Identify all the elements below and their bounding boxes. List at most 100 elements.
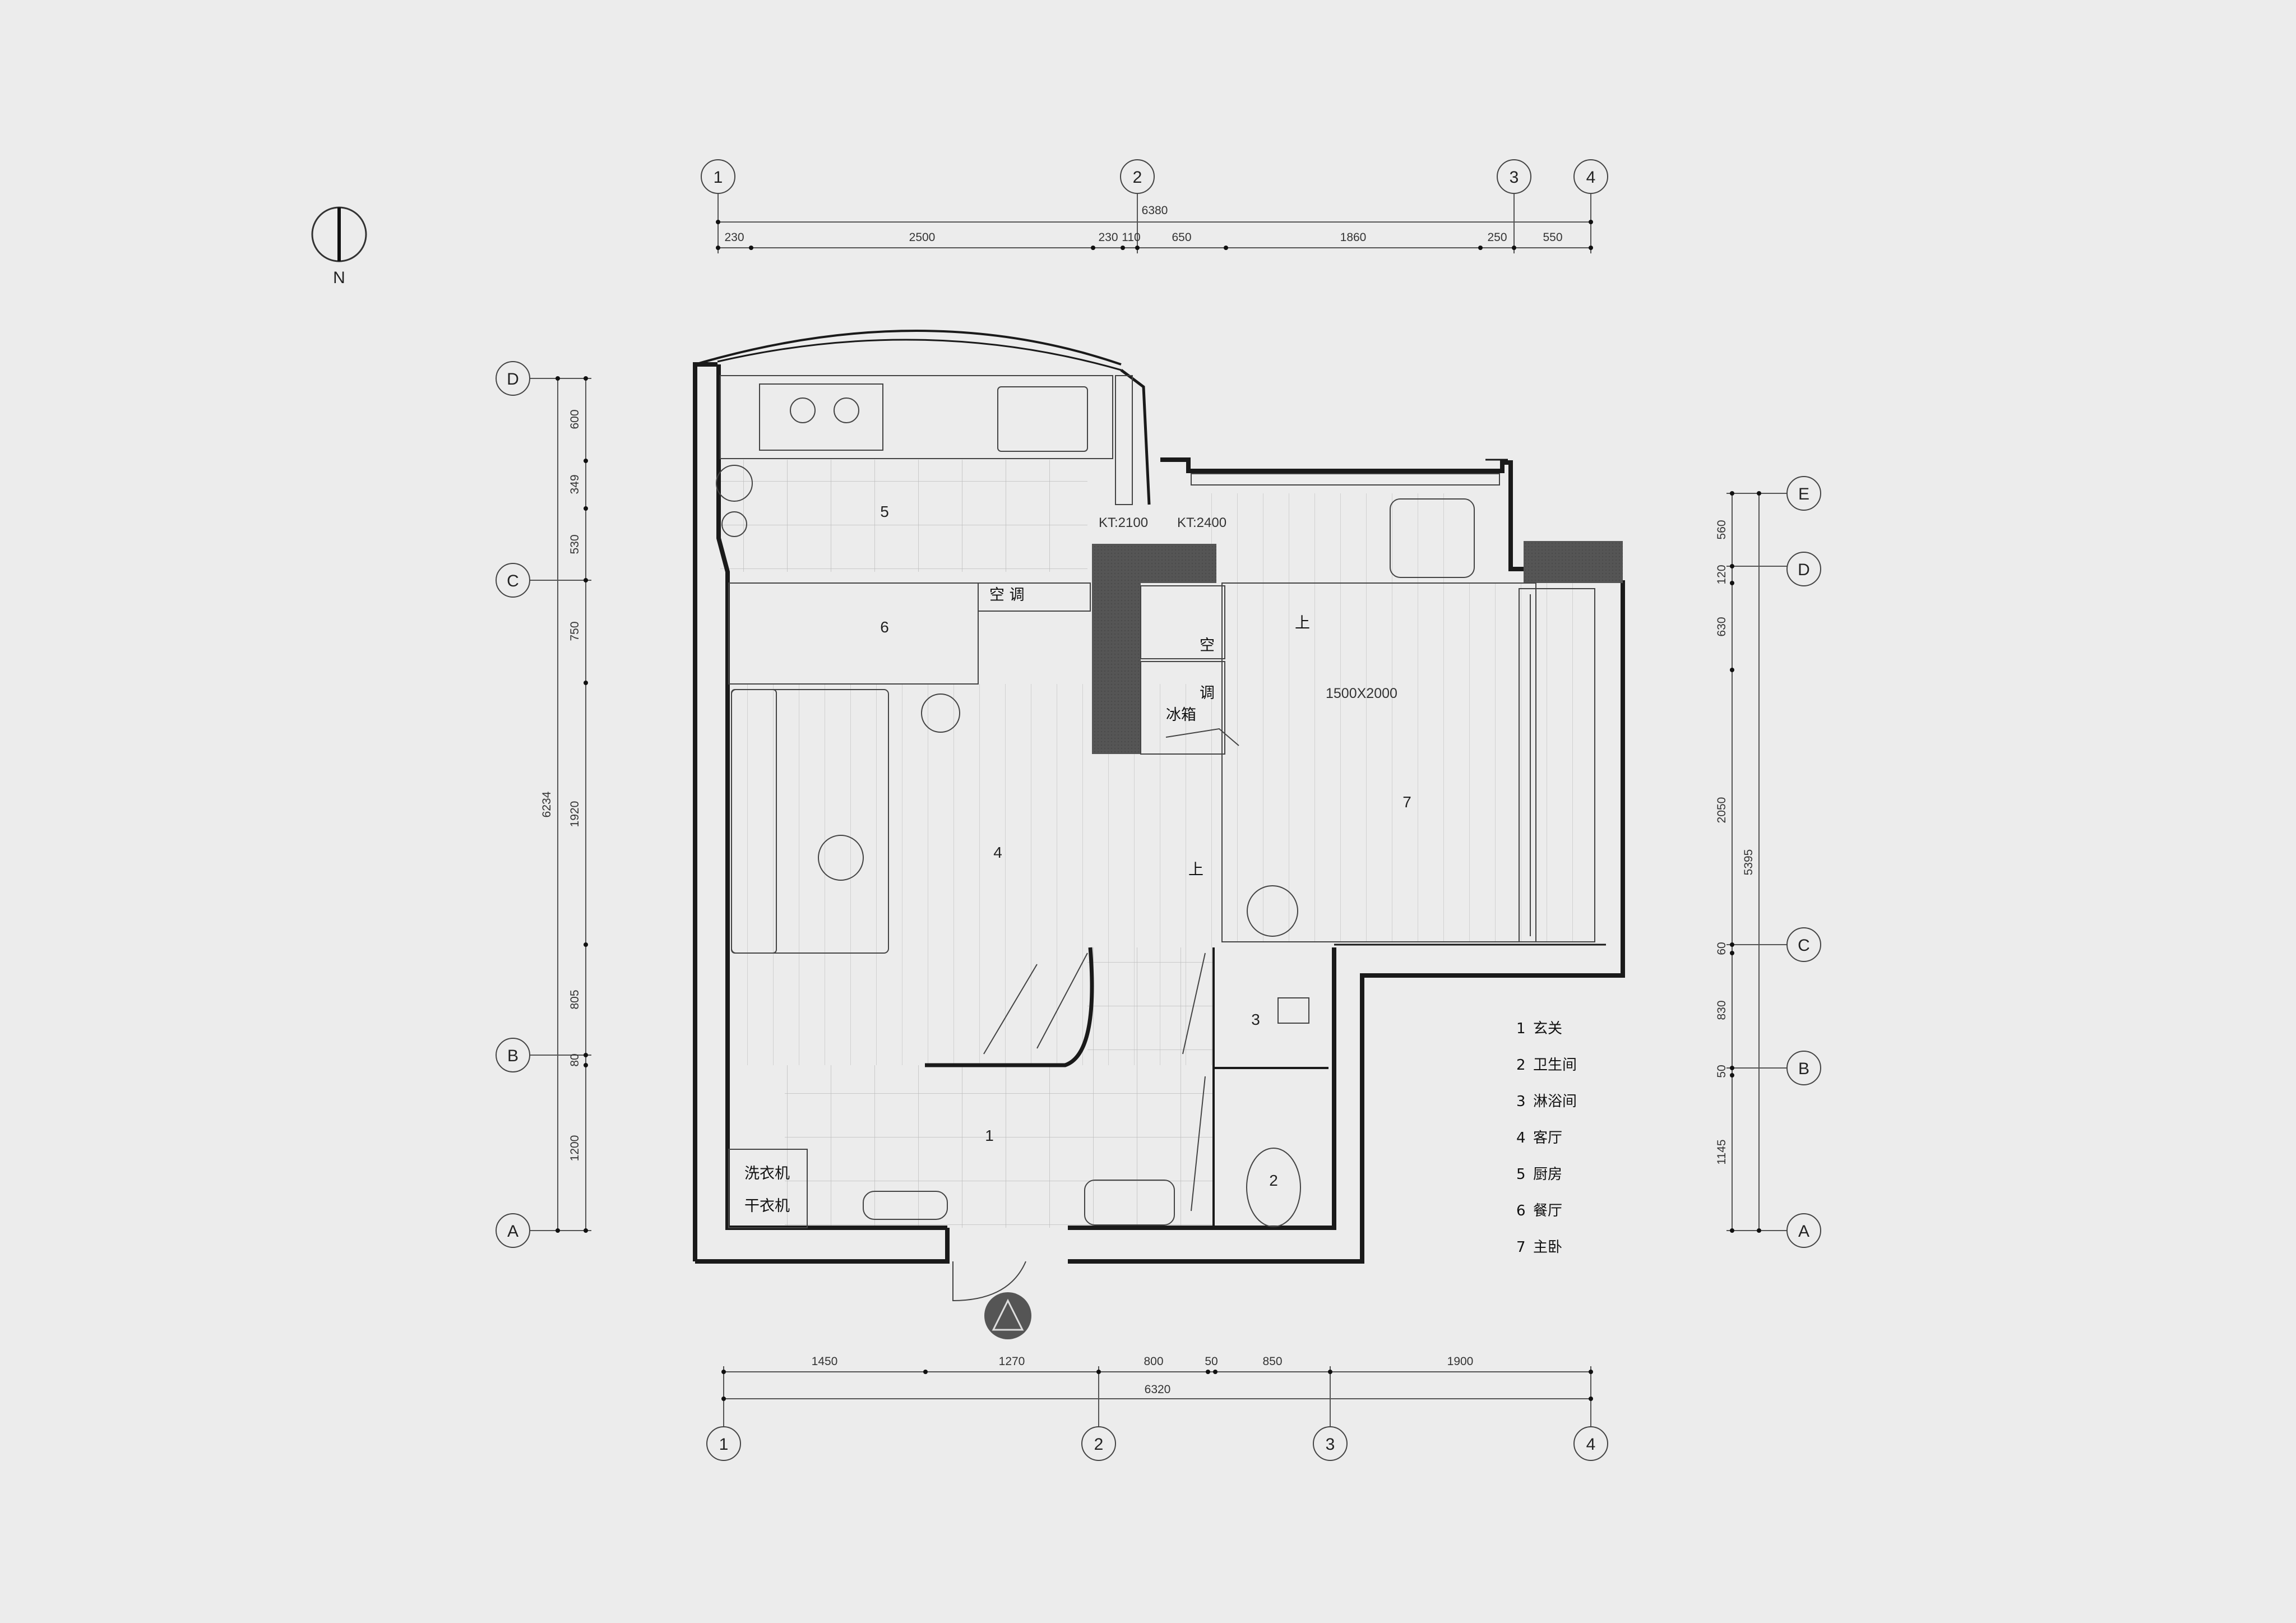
burner-icon [790,397,816,423]
right-total-dim: 5395 [1742,849,1755,876]
ac-vertical-label-2: 调 [1200,685,1215,702]
bay-floor [1211,493,1469,583]
bottom-dim: 1450 [812,1355,838,1368]
kt-2100-label: KT:2100 [1099,515,1148,530]
entry-door-swing [952,1261,1026,1302]
entry-bench [863,1191,948,1220]
left-dim: 80 [568,1053,581,1066]
axis-left-label: C [507,572,519,590]
wardrobe [1519,588,1595,942]
columns [1092,541,1623,754]
top-dim: 2500 [909,231,936,244]
window-frame [1115,375,1133,505]
burner-icon [834,397,859,423]
compass-label: N [333,269,345,287]
legend-name: 淋浴间 [1533,1093,1577,1110]
dimension-ticks [556,220,1761,1401]
right-dim: 120 [1715,565,1728,584]
axis-right-label: C [1798,936,1810,955]
column-central-texture [1092,544,1216,754]
top-dim: 250 [1487,231,1507,244]
axis-right-label: D [1798,561,1810,579]
legend-name: 客厅 [1533,1130,1562,1146]
room-number: 2 [1269,1172,1278,1189]
room-number: 6 [880,618,889,636]
top-dim: 110 [1122,231,1140,244]
washer-dryer [728,1149,808,1228]
left-dim: 1200 [568,1135,581,1162]
room-legend: 1 玄关 2 卫生间 3 淋浴间 4 客厅 5 厨房 6 餐厅 7 主卧 [1516,1020,1577,1256]
north-arrow: N [311,206,367,287]
axis-top-label: 4 [1586,168,1596,187]
bottom-dimensions: 1450 1270 800 50 850 1900 6320 [812,1355,1474,1396]
ac-kitchen-label: 空 调 [989,586,1025,604]
left-dim: 530 [568,534,581,554]
door-stamp-icon [984,1292,1031,1339]
left-dim: 750 [568,621,581,641]
bottom-dim: 1270 [999,1355,1025,1368]
right-dim: 50 [1715,1065,1728,1078]
axis-labels: 1 2 3 4 1 2 3 4 D C B A E D C B A [507,168,1810,1454]
room-number: 1 [985,1127,994,1144]
fixtures [716,375,1595,1302]
room-number: 4 [993,844,1002,861]
floor-fills [720,460,1592,1228]
bottom-dim: 50 [1205,1355,1218,1368]
top-dim: 550 [1543,231,1562,244]
bottom-dim: 800 [1144,1355,1163,1368]
bed-size-label: 1500X2000 [1326,686,1397,701]
axis-bottom-label: 4 [1586,1435,1596,1454]
top-dim: 230 [724,231,744,244]
bed [1221,582,1536,942]
sofa-back [731,689,777,954]
legend-number: 1 [1516,1020,1526,1037]
right-dimensions: 560 120 630 2050 60 830 50 1145 5395 [1715,520,1755,1164]
legend-number: 7 [1516,1239,1526,1256]
side-table-icon [1247,885,1298,937]
legend-name: 卫生间 [1533,1057,1577,1074]
left-dimensions: 600 349 530 750 1920 805 80 1200 6234 [540,409,581,1161]
kt-2400-label: KT:2400 [1177,515,1226,530]
axis-right-label: A [1798,1222,1809,1241]
entry-tile [785,1065,1214,1228]
right-dim: 2050 [1715,797,1728,824]
axis-bottom-label: 3 [1326,1435,1335,1454]
axis-top-label: 1 [714,168,723,187]
room-number: 7 [1402,793,1411,811]
legend-name: 厨房 [1533,1166,1562,1183]
lamp-icon [818,835,864,881]
entry-sink [1084,1180,1175,1226]
shower-door [1182,952,1206,1055]
right-dim: 1145 [1715,1139,1728,1164]
axis-right-label: E [1798,485,1809,503]
kitchen-counter [720,375,1113,459]
room-number: 3 [1251,1011,1260,1028]
top-dim: 1860 [1340,231,1367,244]
top-dim: 230 [1098,231,1118,244]
axis-right-label: B [1798,1060,1809,1078]
plan-labels: KT:2100 KT:2400 空 调 空 调 冰箱 1500X2000 上 上… [744,503,1411,1215]
step-up-label: 上 [1295,614,1310,632]
hall-tile-upper [1087,947,1214,1065]
axis-bottom-label: 1 [719,1435,729,1454]
left-dim: 1920 [568,801,581,827]
window-frame [1191,473,1500,485]
axis-left-label: D [507,370,519,389]
axis-bubbles [496,159,1821,1461]
legend-number: 5 [1516,1166,1526,1183]
legend-name: 玄关 [1533,1020,1562,1037]
legend-number: 3 [1516,1093,1526,1110]
legend-number: 6 [1516,1203,1526,1219]
fridge-door-swing [1165,728,1239,746]
fridge [1140,661,1225,755]
kitchen-round-fixture [716,465,753,502]
right-dim: 830 [1715,1000,1728,1020]
left-total-dim: 6234 [540,791,553,817]
axis-left-label: A [507,1222,519,1241]
dryer-label: 干衣机 [744,1197,790,1215]
bottom-total-dim: 6320 [1145,1383,1171,1396]
stool-icon [921,693,960,733]
bath-door [1191,1076,1206,1212]
axis-top-label: 2 [1133,168,1142,187]
